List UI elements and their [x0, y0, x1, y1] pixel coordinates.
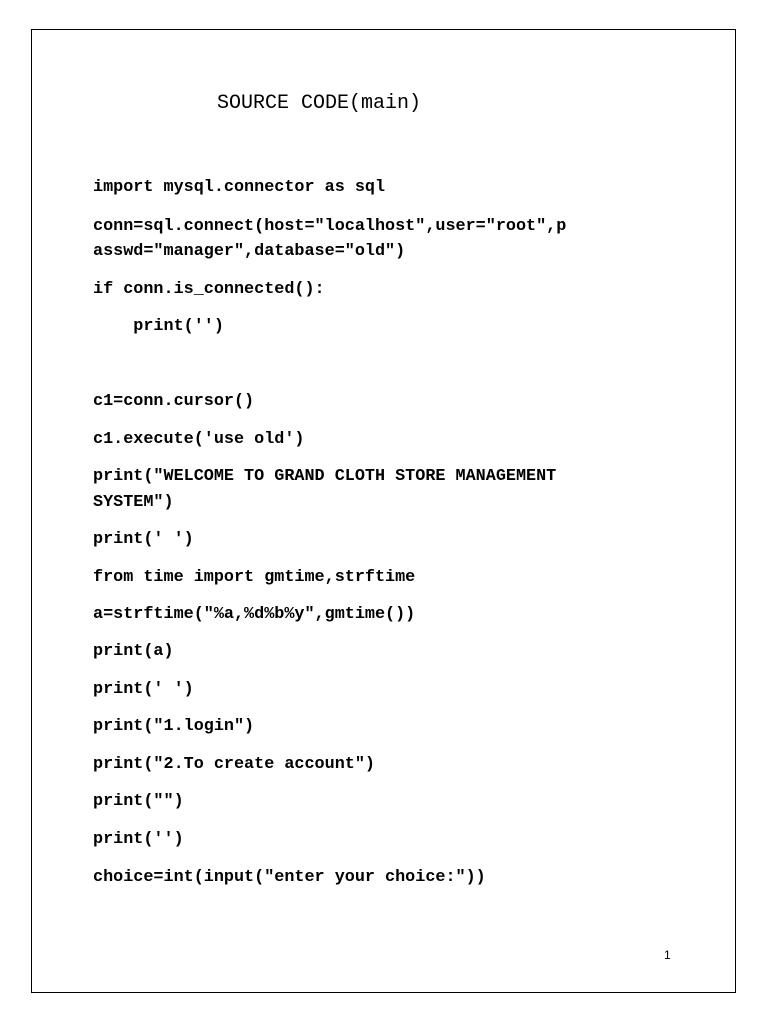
code-line: SYSTEM") [93, 493, 174, 512]
code-line: import mysql.connector as sql [93, 178, 386, 197]
code-line: from time import gmtime,strftime [93, 568, 416, 587]
code-line: asswd="manager",database="old") [93, 242, 406, 261]
code-line: print(' ') [93, 530, 194, 549]
page-number: 1 [664, 948, 671, 962]
code-line: print('') [93, 317, 224, 336]
code-line: choice=int(input("enter your choice:")) [93, 868, 486, 887]
code-line: a=strftime("%a,%d%b%y",gmtime()) [93, 605, 416, 624]
code-line: conn=sql.connect(host="localhost",user="… [93, 217, 567, 236]
page-border [31, 29, 736, 993]
code-line: c1.execute('use old') [93, 430, 305, 449]
code-line: print("") [93, 792, 184, 811]
code-line: print(' ') [93, 680, 194, 699]
code-line: print(a) [93, 642, 174, 661]
code-line: print('') [93, 830, 184, 849]
code-line: c1=conn.cursor() [93, 392, 255, 411]
code-line: if conn.is_connected(): [93, 280, 325, 299]
page-title: SOURCE CODE(main) [217, 92, 422, 115]
code-line: print("2.To create account") [93, 755, 375, 774]
code-line: print("1.login") [93, 717, 255, 736]
code-line: print("WELCOME TO GRAND CLOTH STORE MANA… [93, 467, 557, 486]
